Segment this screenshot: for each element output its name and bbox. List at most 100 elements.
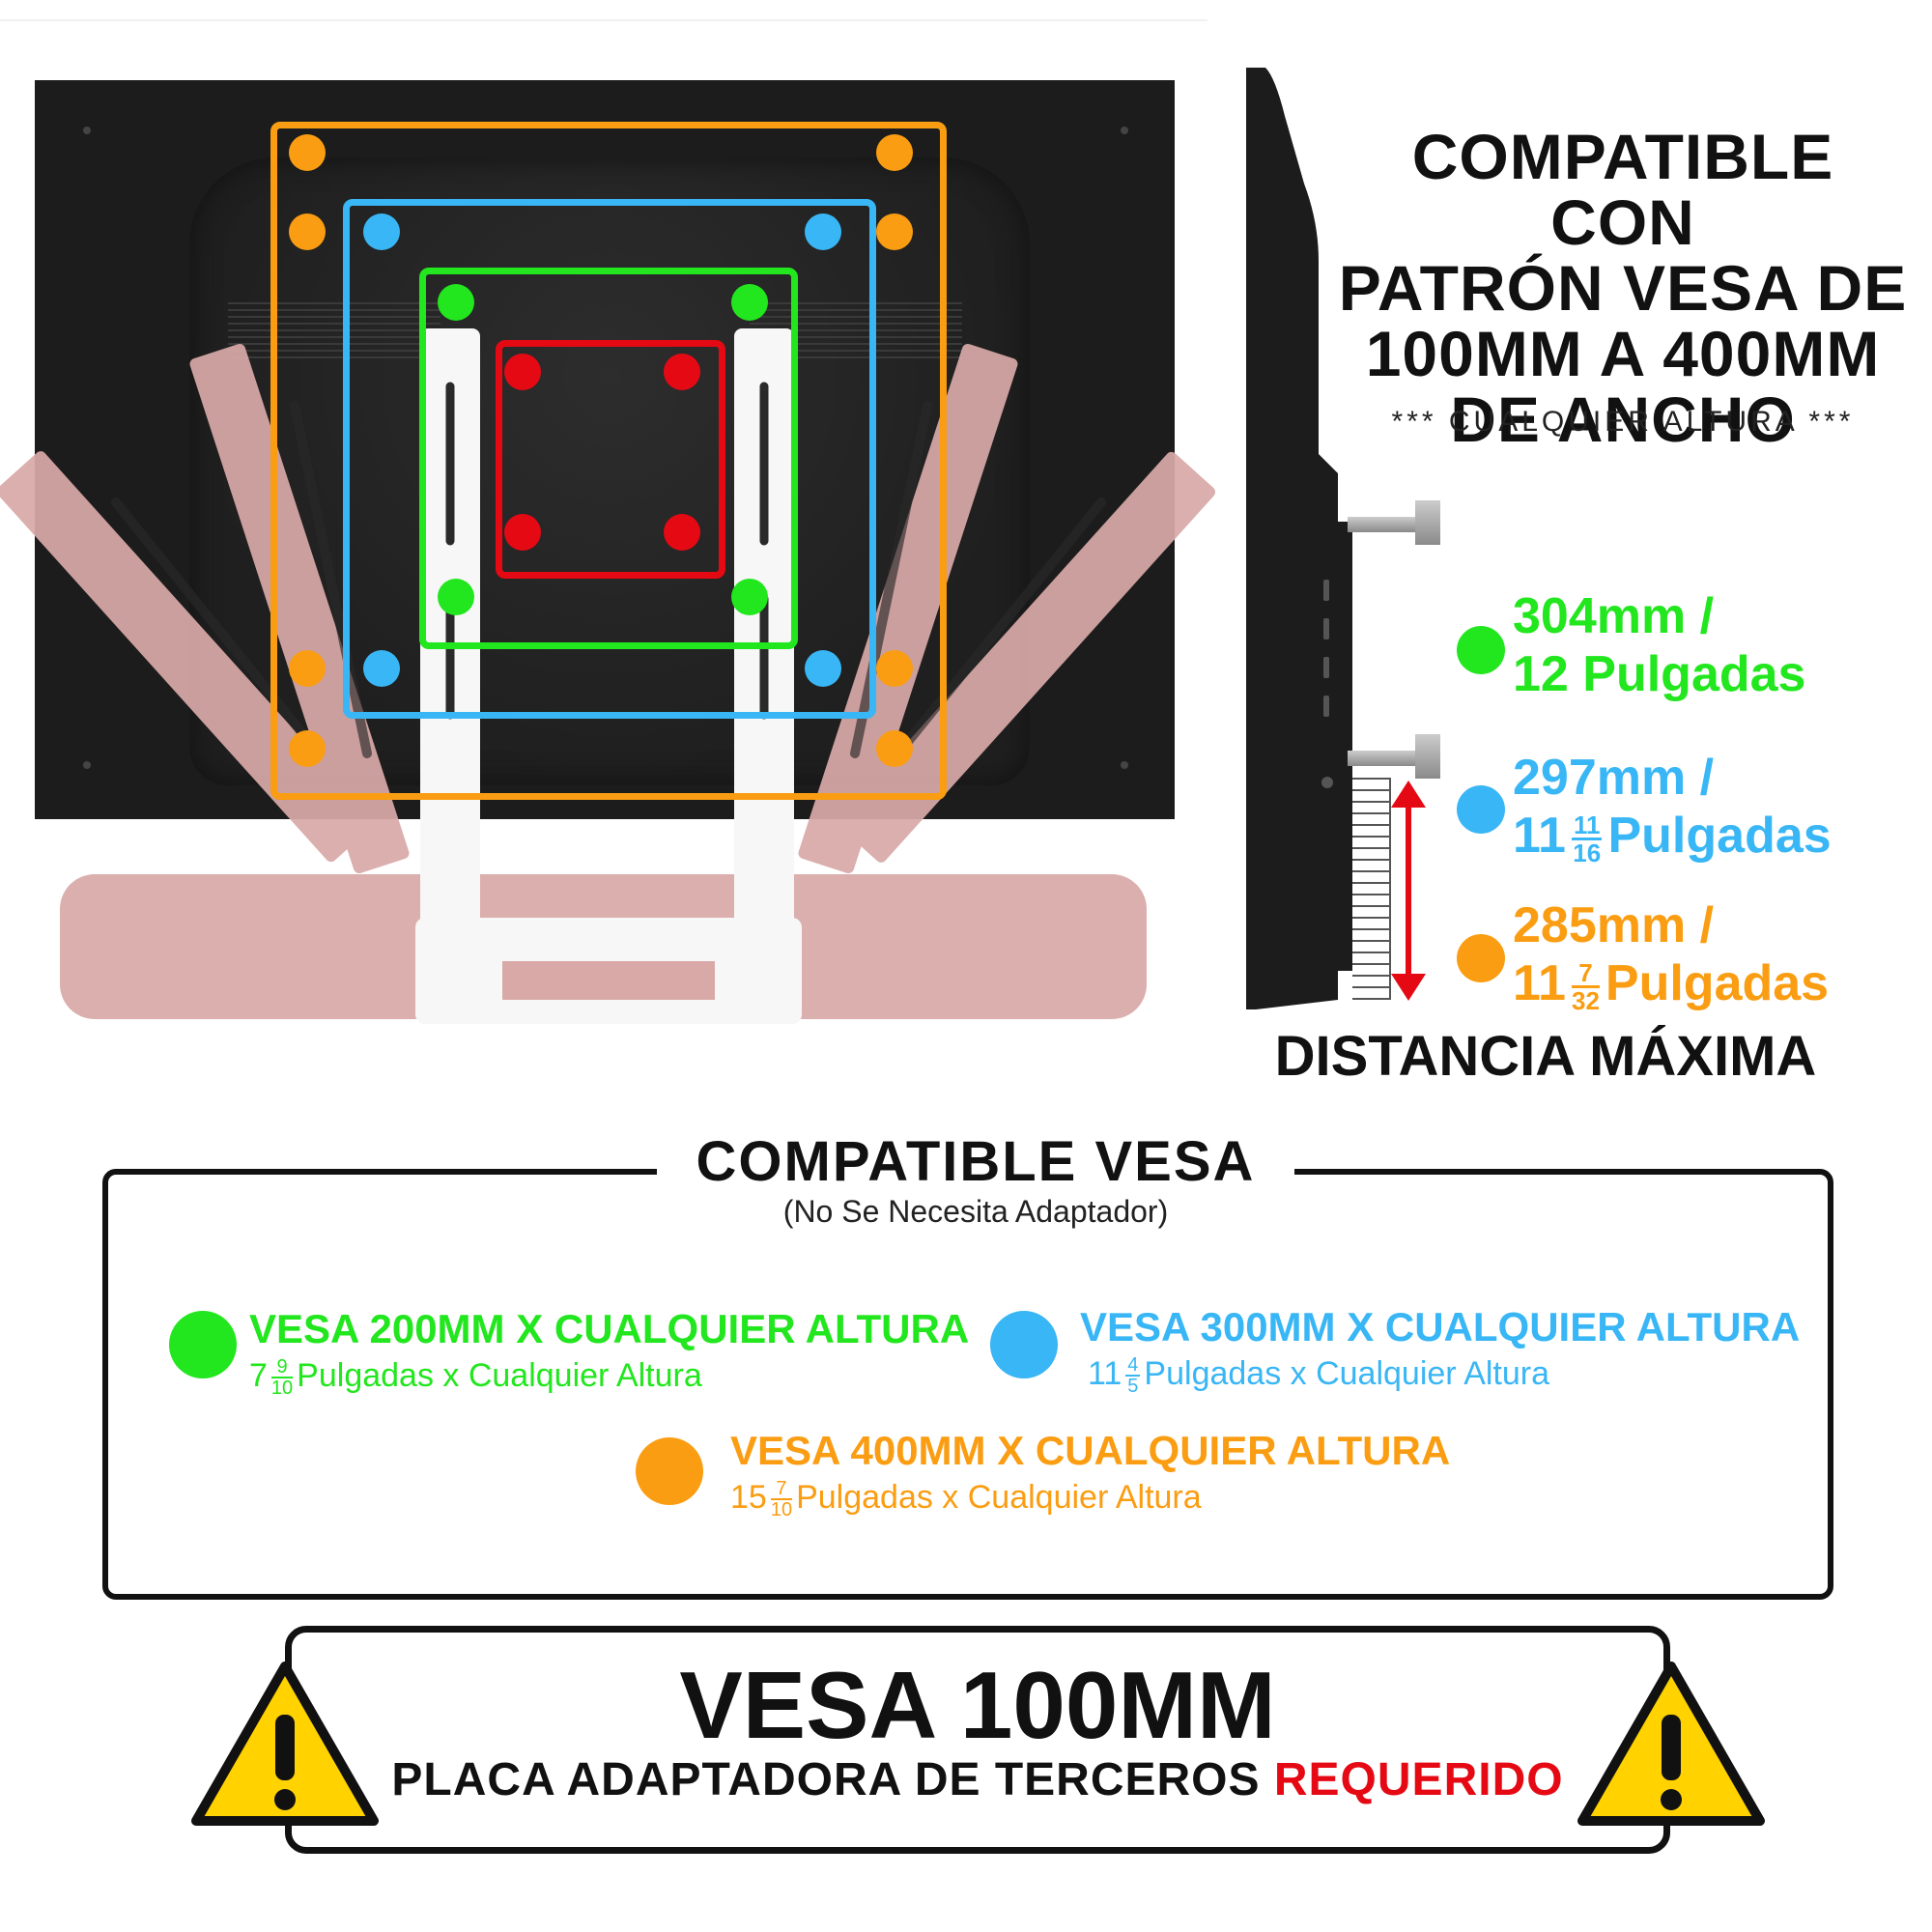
desc-whole: 15 [730,1479,767,1516]
warning-triangle-icon [191,1662,379,1826]
compat-item-title: VESA 200MM X CUALQUIER ALTURA [249,1306,970,1351]
arrow-down-icon [1391,974,1426,1001]
measurement-whole: 11 [1513,808,1566,864]
corner-screw [1121,127,1128,134]
desc-whole: 11 [1088,1355,1122,1392]
warning-sub-main: PLACA ADAPTADORA DE TERCEROS [391,1754,1261,1805]
corner-screw [1121,761,1128,769]
distance-arrow-line [1406,802,1411,976]
soundbar-bracket-illustration [0,328,1216,1024]
vesa-300-hole [805,213,841,250]
vesa-400-hole [289,134,326,171]
tv-side-illustration [1246,68,1352,1009]
arrow-up-icon [1391,781,1426,808]
measuring-ruler [1352,778,1391,1000]
vesa-300-hole [363,213,400,250]
warning-required: REQUERIDO [1273,1754,1564,1805]
fraction-denominator: 32 [1571,985,1600,1015]
green-dot-icon [1457,626,1505,674]
warning-title: VESA 100MM [679,1652,1276,1758]
measurement-unit: Pulgadas [1607,808,1832,864]
vent-grille-left [228,302,440,360]
vesa-200-hole [731,284,768,321]
warning-subtitle: PLACA ADAPTADORA DE TERCEROS REQUERIDO [285,1753,1670,1806]
vesa-400-hole [876,650,913,687]
headline-line: COMPATIBLE CON [1411,121,1834,258]
green-dot-icon [169,1311,237,1378]
compat-header: COMPATIBLE VESA (No Se Necesita Adaptado… [657,1130,1294,1229]
blue-dot-icon [990,1311,1058,1378]
vesa-300-hole [363,650,400,687]
vesa-100-hole [664,354,700,390]
corner-screw [83,127,91,134]
fraction-denominator: 10 [270,1378,294,1400]
fraction-numerator: 7 [770,1479,793,1501]
fraction-numerator: 7 [1571,960,1600,988]
vesa-400-hole [289,730,326,767]
fraction-numerator: 11 [1571,810,1603,840]
bolt-head-lower [1415,734,1440,779]
fraction-denominator: 16 [1573,838,1602,867]
orange-dot-icon [636,1437,703,1505]
compat-item-title: VESA 300MM X CUALQUIER ALTURA [1080,1304,1801,1350]
vesa-100-hole [504,354,541,390]
distance-label: DISTANCIA MÁXIMA [1274,1025,1817,1088]
vesa-300-hole [805,650,841,687]
vesa-400-hole [876,730,913,767]
measurement-mm: 285mm / [1513,897,1715,953]
fraction-denominator: 5 [1127,1376,1139,1398]
vesa-400-hole [876,213,913,250]
vesa-100-hole [504,514,541,551]
measurement-green: 304mm / 12 Pulgadas [1513,587,1805,703]
measurement-mm: 297mm / [1513,750,1715,806]
orange-dot-icon [1457,934,1505,982]
headline-line: DE ANCHO [1450,384,1796,455]
vesa-200-hole [438,579,474,615]
warning-triangle-icon [1577,1662,1765,1826]
vesa-400-hole [289,213,326,250]
fraction-numerator: 9 [270,1357,294,1379]
measurement-mm: 304mm / [1513,588,1715,644]
vesa-300-frame [343,199,876,719]
measurement-unit: Pulgadas [1605,955,1830,1011]
desc-rest: Pulgadas x Cualquier Altura [297,1357,702,1394]
compat-title: COMPATIBLE VESA [696,1130,1256,1193]
vesa-400-hole [876,134,913,171]
vesa-400-hole [289,650,326,687]
compat-item-title: VESA 400MM X CUALQUIER ALTURA [730,1428,1451,1473]
blue-dot-icon [1457,785,1505,834]
measurement-inches: 12 Pulgadas [1513,646,1806,702]
vesa-200-frame [419,268,798,649]
top-divider [0,19,1208,21]
mount-bolt-lower [1348,751,1425,766]
fraction-numerator: 4 [1125,1354,1141,1378]
compat-subtitle: (No Se Necesita Adaptador) [782,1194,1169,1229]
vesa-200-hole [731,579,768,615]
vesa-200-hole [438,284,474,321]
fraction-denominator: 10 [770,1499,793,1521]
corner-screw [83,761,91,769]
headline: COMPATIBLE CON PATRÓN VESA DE 100MM A 40… [1333,124,1913,452]
desc-rest: Pulgadas x Cualquier Altura [796,1479,1202,1516]
desc-rest: Pulgadas x Cualquier Altura [1144,1355,1550,1392]
desc-whole: 7 [249,1357,268,1394]
headline-line: PATRÓN VESA DE [1338,252,1908,324]
vesa-100-hole [664,514,700,551]
headline-line: 100MM A 400MM [1365,318,1881,389]
bolt-head-upper [1415,500,1440,545]
measurement-whole: 11 [1513,955,1566,1011]
headline-subtitle: *** CUALQUIER ALTURA *** [1391,406,1855,438]
vesa-100-frame [496,340,725,579]
mount-bolt-upper [1348,517,1425,532]
vesa-400-frame [270,122,947,800]
